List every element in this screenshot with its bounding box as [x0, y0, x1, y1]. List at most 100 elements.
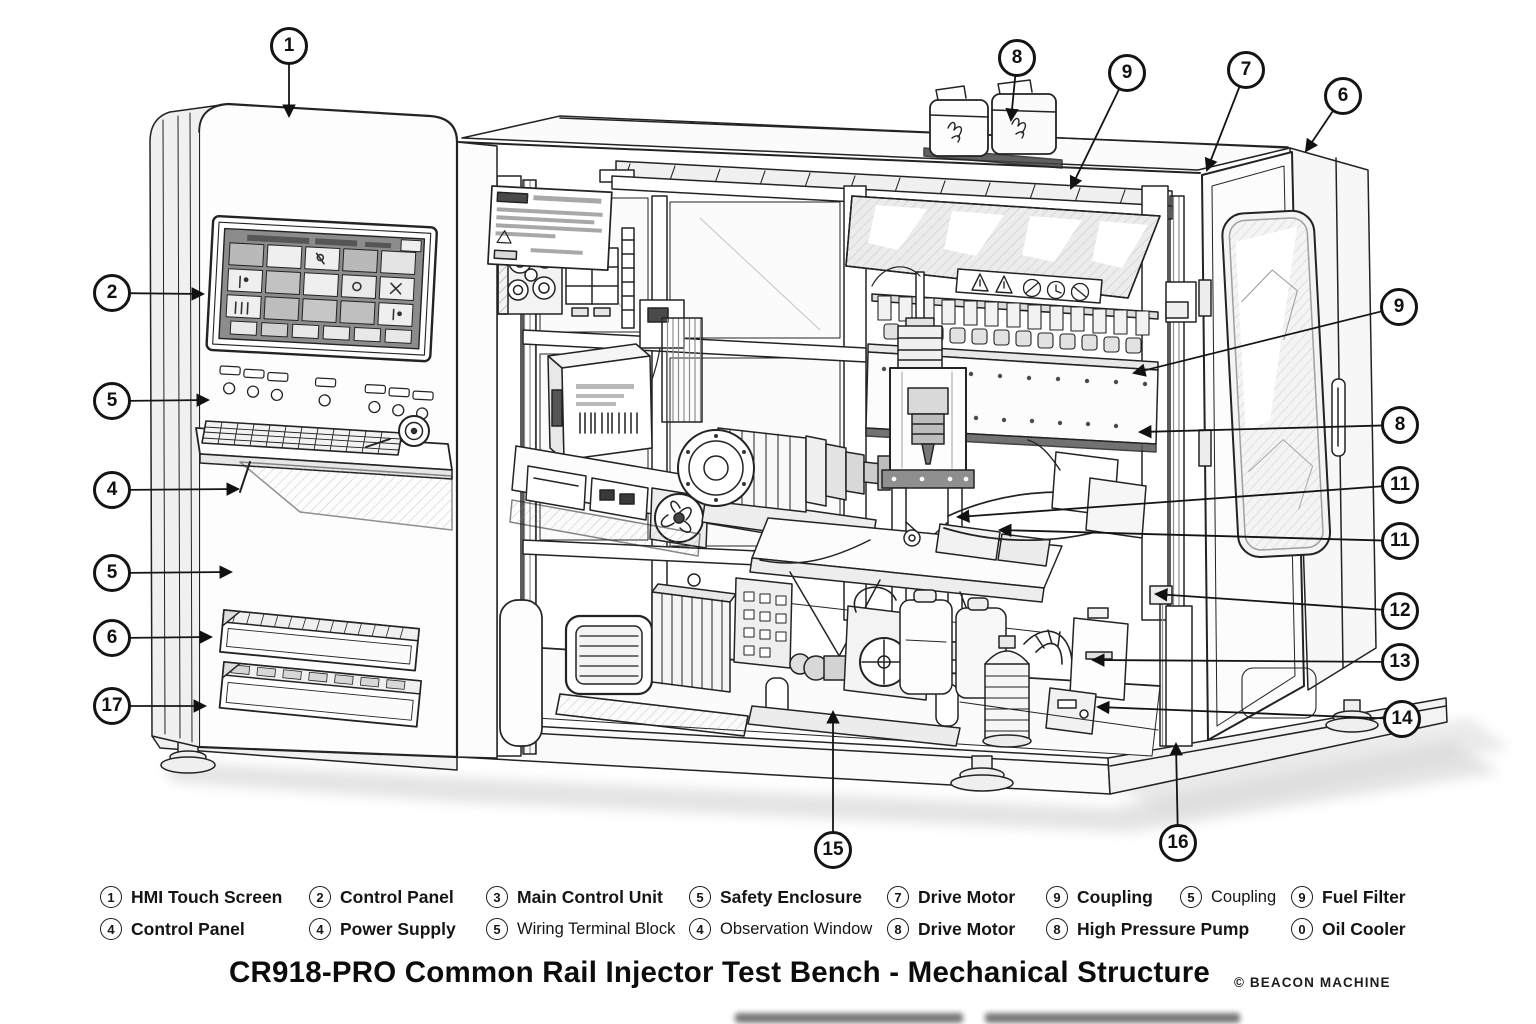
coupling [805, 435, 901, 507]
legend-num: 9 [1046, 886, 1068, 908]
hmi-touch-screen[interactable] [205, 215, 438, 363]
filter-box [991, 79, 1057, 155]
legend-num: 4 [100, 918, 122, 940]
door-hinge [1198, 429, 1212, 467]
top-filter-boxes [923, 79, 1063, 169]
callout-2: 2 [93, 274, 131, 312]
corrugated-hose [1023, 629, 1073, 665]
jog-knob[interactable] [398, 415, 430, 447]
callout-14: 14 [1383, 700, 1421, 738]
legend-label: Drive Motor [918, 918, 1016, 939]
door-hinge [1198, 279, 1212, 317]
observation-window [1221, 209, 1332, 558]
hmi-header-text [247, 234, 392, 249]
legend-num: 7 [887, 886, 909, 908]
callout-8b: 8 [1381, 406, 1419, 444]
legend-num: 3 [486, 886, 508, 908]
legend-item-observation-window: 4 Observation Window [689, 917, 872, 941]
legend-item-oil-cooler: 0 Oil Cooler [1291, 917, 1406, 941]
legend-num: 1 [100, 886, 122, 908]
callout-11b: 11 [1381, 522, 1419, 560]
fuel-filter-canister [982, 635, 1032, 748]
legend-item-fuel-filter: 9 Fuel Filter [1291, 885, 1406, 909]
legend-label: Fuel Filter [1322, 886, 1406, 907]
legend-label: Observation Window [720, 919, 873, 938]
legend-num: 2 [309, 886, 331, 908]
callout-6: 6 [93, 619, 131, 657]
legend-num: 9 [1291, 886, 1313, 908]
door-handle [1331, 378, 1346, 457]
callout-11: 11 [1381, 466, 1419, 504]
junction-keypad-box [733, 577, 793, 669]
warning-triangle-icon [971, 273, 1013, 294]
callout-12: 12 [1381, 592, 1419, 630]
callout-leader-lines [111, 46, 1403, 850]
filter-box [929, 85, 989, 157]
legend-item-control-panel-2: 4 Control Panel [100, 917, 245, 941]
legend-num: 5 [1180, 886, 1202, 908]
legend-item-wiring-terminal-block: 5 Wiring Terminal Block [486, 917, 675, 941]
callout-4: 4 [93, 471, 131, 509]
callout-13: 13 [1381, 643, 1419, 681]
hmi-icon-glyphs [234, 252, 402, 321]
legend-item-coupling: 9 Coupling [1046, 885, 1153, 909]
legend-item-power-supply: 4 Power Supply [309, 917, 456, 941]
keyboard-tray[interactable] [195, 415, 453, 531]
brand-credit: © BEACON MACHINE [1234, 975, 1391, 990]
drawer-slot-2[interactable] [218, 661, 422, 728]
drawer-slot-1[interactable] [219, 609, 420, 672]
legend-label: Power Supply [340, 918, 456, 939]
warning-circle-icon [1022, 278, 1090, 302]
cropped-text-strip [985, 1013, 1240, 1023]
machine-base [151, 697, 1448, 795]
legend-item-hmi-touch-screen: 1 HMI Touch Screen [100, 885, 282, 909]
legend-label: Coupling [1211, 887, 1277, 906]
callout-9b: 9 [1380, 288, 1418, 326]
fixture-table [749, 439, 1147, 689]
front-wall-strip [456, 141, 613, 759]
warning-label-strip [955, 268, 1103, 304]
legend-item-drive-motor: 7 Drive Motor [887, 885, 1015, 909]
callout-5b: 5 [93, 554, 131, 592]
legend-num: 4 [309, 918, 331, 940]
legend-item-control-panel: 2 Control Panel [309, 885, 454, 909]
legend-label: High Pressure Pump [1077, 918, 1250, 939]
callout-6b: 6 [1324, 77, 1362, 115]
right-door [1198, 147, 1377, 741]
callout-7: 7 [1227, 51, 1265, 89]
legend-label: Coupling [1077, 886, 1153, 907]
leveling-foot [950, 755, 1014, 792]
spec-label [487, 185, 613, 272]
callout-5: 5 [93, 382, 131, 420]
legend-num: 8 [887, 918, 909, 940]
legend-label: Safety Enclosure [720, 886, 862, 907]
drive-motor-upper [677, 427, 901, 547]
callout-16: 16 [1159, 824, 1197, 862]
control-panel-buttons[interactable] [218, 365, 434, 420]
callout-17: 17 [93, 687, 131, 725]
callout-1: 1 [270, 27, 308, 65]
legend-label: Oil Cooler [1322, 918, 1406, 939]
legend-item-main-control-unit: 3 Main Control Unit [486, 885, 663, 909]
barcode [579, 412, 638, 434]
legend-item-drive-motor-2: 8 Drive Motor [887, 917, 1015, 941]
legend-label: HMI Touch Screen [131, 886, 283, 907]
legend-item-coupling-2: 5 Coupling [1180, 885, 1276, 909]
ground-shadow [165, 718, 1510, 832]
legend-label: Drive Motor [918, 886, 1016, 907]
cropped-text-strip [735, 1013, 963, 1023]
legend-item-high-pressure-pump: 8 High Pressure Pump [1046, 917, 1249, 941]
hmi-icon-grid[interactable] [225, 242, 417, 344]
power-supply-unit [547, 343, 653, 461]
legend-label: Wiring Terminal Block [517, 919, 676, 938]
keyboard[interactable] [201, 420, 403, 456]
legend-num: 5 [486, 918, 508, 940]
stylus [365, 438, 391, 448]
callout-8: 8 [998, 39, 1036, 77]
callout-15: 15 [814, 831, 852, 869]
legend-label: Control Panel [340, 886, 454, 907]
legend-num: 4 [689, 918, 711, 940]
legend-item-safety-enclosure: 5 Safety Enclosure [689, 885, 862, 909]
